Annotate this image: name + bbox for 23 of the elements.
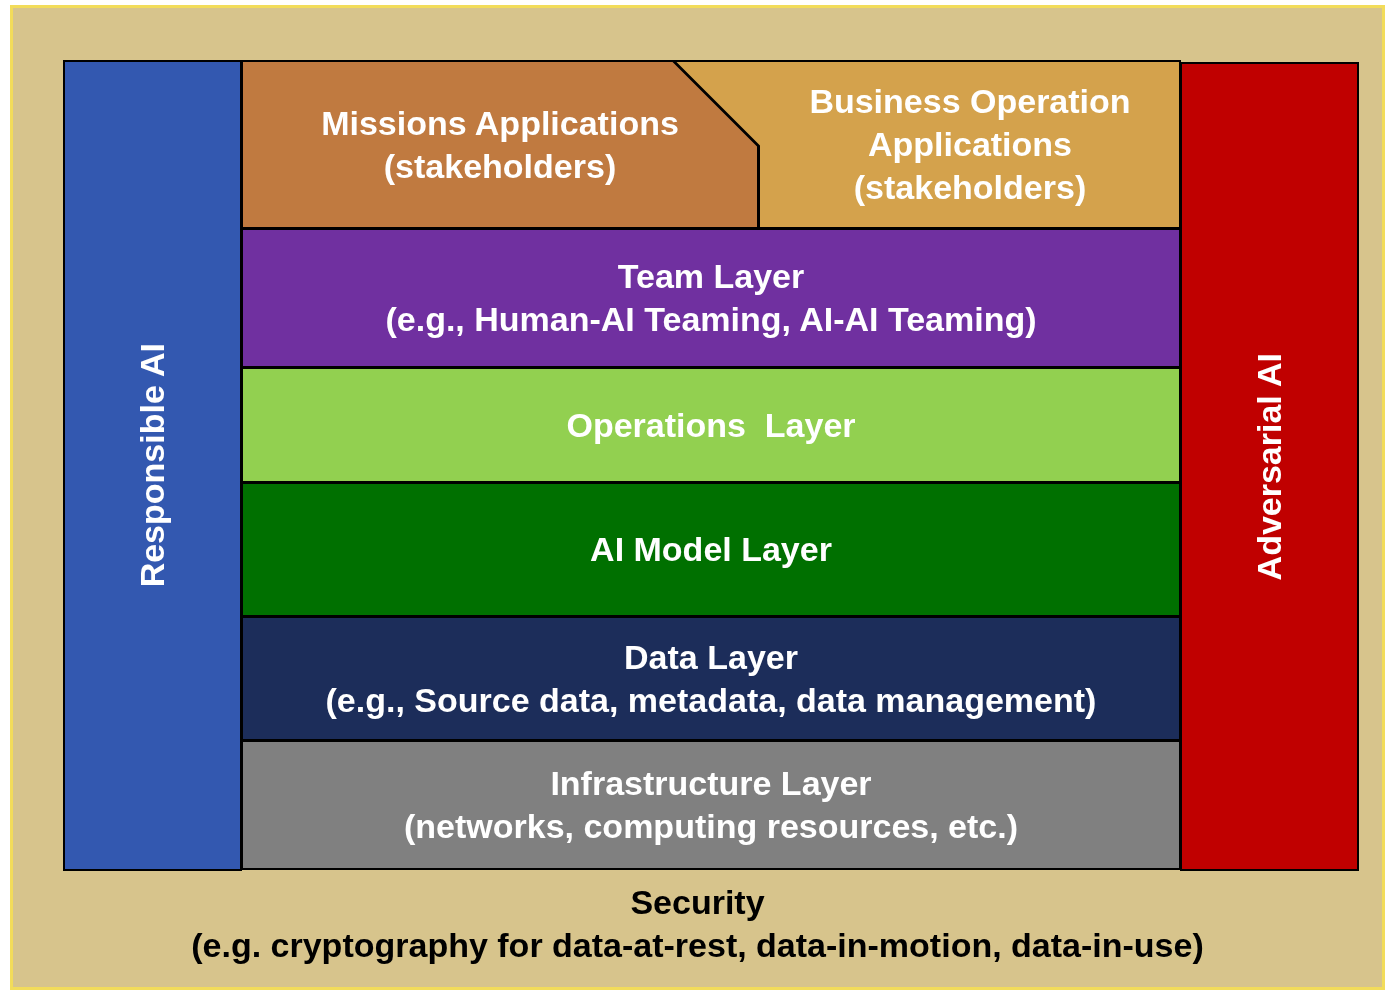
security-description: (e.g. cryptography for data-at-rest, data-in-motion, data-in-use) <box>191 925 1204 966</box>
layer-title: Data Layer <box>624 636 798 678</box>
layer-band <box>241 740 1181 870</box>
layer-band <box>241 367 1181 483</box>
layer-title: Operations Layer <box>566 404 856 446</box>
layer-description: (e.g., Source data, metadata, data management) <box>325 679 1097 721</box>
side-pillar <box>63 60 242 871</box>
layer-description: (e.g., Human-AI Teaming, AI-AI Teaming) <box>385 299 1037 340</box>
pillar-label: Adversarial AI <box>1249 352 1289 581</box>
panel-label: Missions Applications (stakeholders) <box>320 102 680 187</box>
layer-band <box>241 616 1181 741</box>
layer-title: AI Model Layer <box>590 529 832 570</box>
layer-band <box>241 482 1181 617</box>
application-panel <box>241 60 759 229</box>
security-frame <box>10 5 1385 990</box>
side-pillar <box>1180 62 1359 871</box>
pillar-label: Responsible AI <box>132 343 172 588</box>
layer-title: Infrastructure Layer <box>550 763 872 804</box>
layer-description: (networks, computing resources, etc.) <box>404 806 1018 847</box>
layer-title: Team Layer <box>617 256 805 297</box>
panel-label: Business Operation Applications (stakeholders) <box>808 81 1132 208</box>
layer-band <box>241 228 1181 368</box>
security-title: Security <box>630 882 765 923</box>
